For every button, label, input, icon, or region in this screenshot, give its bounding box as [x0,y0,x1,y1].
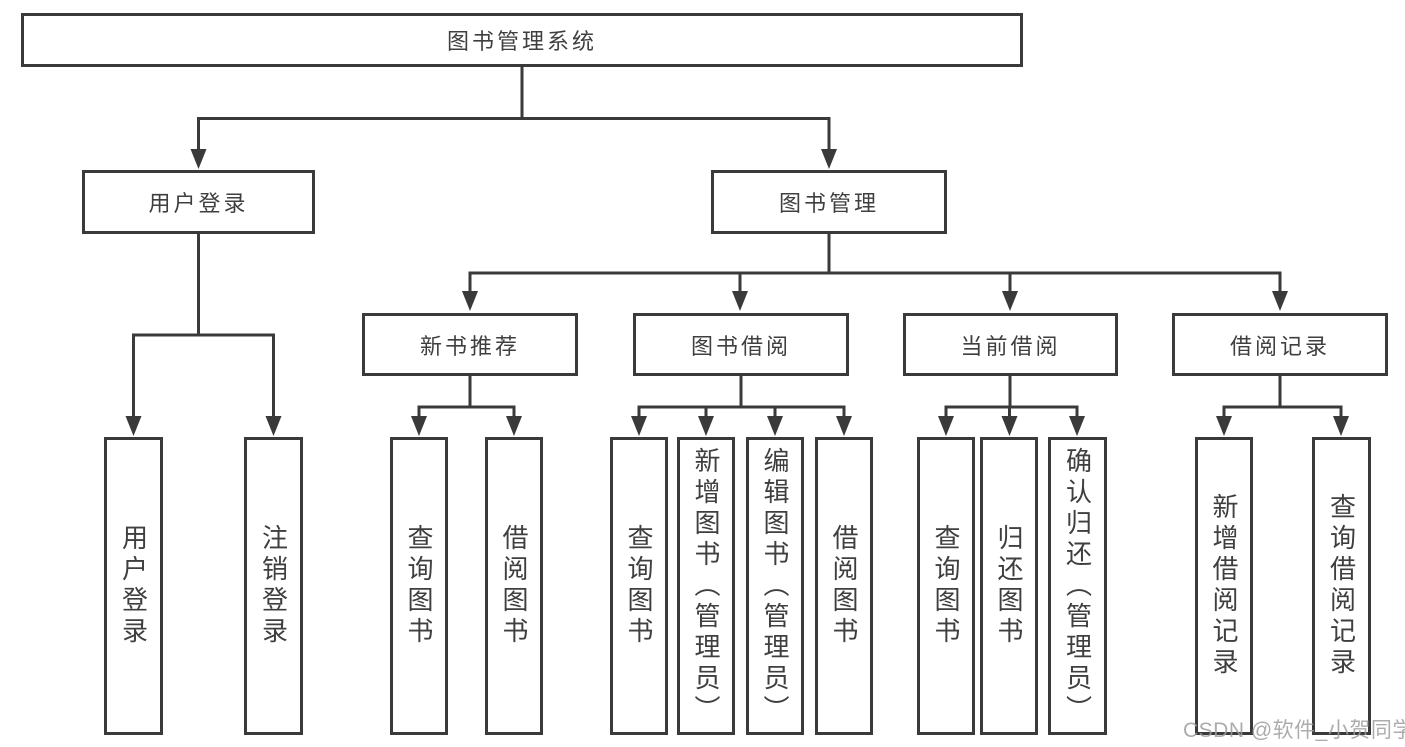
leaf-add-borrow-record: 新增借阅记录 [1195,437,1253,735]
leaf-query-books-1: 查询图书 [390,437,448,735]
leaf-user-login: 用户登录 [104,437,163,735]
node-user-login: 用户登录 [82,170,315,234]
leaf-query-books-2: 查询图书 [610,437,668,735]
leaf-borrow-books-1: 借阅图书 [485,437,543,735]
arrowheads-leaves [125,416,1349,436]
leaf-confirm-return-admin: 确认归还（管理员） [1048,437,1107,735]
leaf-borrow-books-2: 借阅图书 [815,437,873,735]
arrowheads-level3 [462,291,1288,311]
node-current-borrow: 当前借阅 [903,313,1118,376]
watermark: CSDN @软件_小贺同学 [1183,719,1405,742]
leaf-logout: 注销登录 [244,437,303,735]
leaf-query-borrow-record: 查询借阅记录 [1312,437,1371,735]
leaf-return-book: 归还图书 [980,437,1038,735]
leaf-edit-book-admin: 编辑图书（管理员） [746,437,804,735]
node-book-management: 图书管理 [711,170,947,234]
node-root: 图书管理系统 [21,13,1023,67]
node-book-borrow: 图书借阅 [633,313,849,376]
arrowheads-level2 [190,149,837,169]
node-new-book-recommend: 新书推荐 [362,313,578,376]
node-borrow-records: 借阅记录 [1172,313,1388,376]
leaf-query-books-3: 查询图书 [917,437,975,735]
leaf-add-book-admin: 新增图书（管理员） [677,437,735,735]
